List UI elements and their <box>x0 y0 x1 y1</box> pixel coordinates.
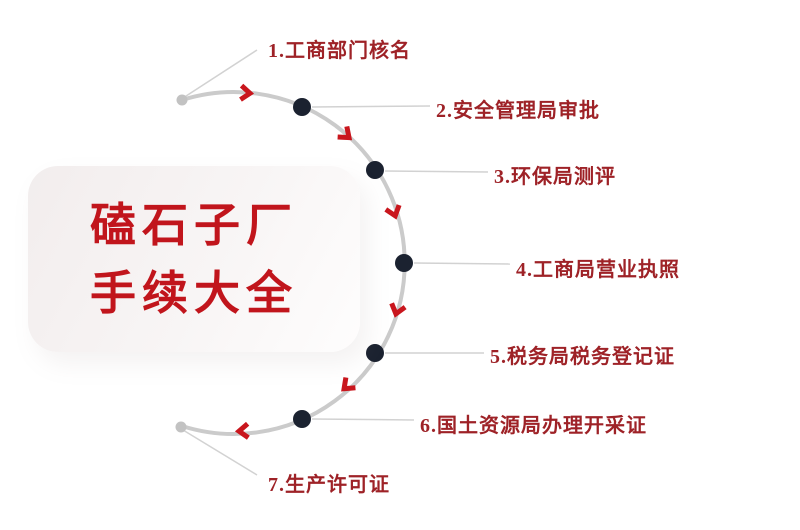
step-label-6: 6.国土资源局办理开采证 <box>420 415 647 437</box>
step-label-1: 1.工商部门核名 <box>268 40 411 62</box>
connector-line <box>413 262 511 265</box>
connector-line <box>311 418 415 421</box>
step-node-dot <box>366 344 384 362</box>
title-card: 磕石子厂 手续大全 <box>28 166 360 352</box>
arrow-chevron-icon <box>341 377 356 392</box>
connector-line <box>182 429 258 476</box>
arrow-chevron-icon <box>389 302 407 318</box>
arrow-chevron-icon <box>337 125 353 141</box>
connector-line <box>384 170 489 173</box>
step-node-dot <box>395 254 413 272</box>
step-label-4: 4.工商局营业执照 <box>516 259 680 281</box>
connector-line <box>311 105 431 108</box>
connector-line <box>182 49 258 99</box>
step-label-3: 3.环保局测评 <box>494 166 616 188</box>
step-node-dot <box>366 161 384 179</box>
title-line-2: 手续大全 <box>90 267 298 319</box>
endpoint-dot <box>175 421 187 433</box>
arrow-chevron-icon <box>384 204 402 220</box>
step-label-7: 7.生产许可证 <box>268 474 390 496</box>
endpoint-dot <box>176 94 188 106</box>
step-label-2: 2.安全管理局审批 <box>436 100 600 122</box>
arrow-chevron-icon <box>239 83 255 102</box>
step-node-dot <box>293 410 311 428</box>
step-node-dot <box>293 98 311 116</box>
arrow-chevron-icon <box>234 421 250 440</box>
step-label-5: 5.税务局税务登记证 <box>490 346 675 368</box>
title-line-1: 磕石子厂 <box>90 199 298 251</box>
